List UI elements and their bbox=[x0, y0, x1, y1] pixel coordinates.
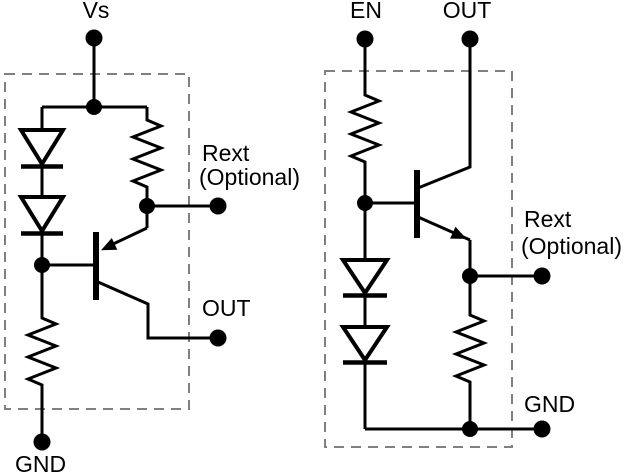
terminal-dot-vs bbox=[85, 29, 103, 47]
label-en: EN bbox=[350, 0, 382, 23]
right-circuit-npn-driver: EN OUT Rext (Optional) GND bbox=[324, 0, 622, 448]
terminal-dot-rext bbox=[533, 267, 551, 285]
terminal-dot-gnd bbox=[533, 420, 551, 438]
pnp-emitter-arrow-icon bbox=[101, 238, 118, 251]
collector-wire-out bbox=[417, 39, 472, 190]
label-rext-optional: (Optional) bbox=[199, 164, 300, 190]
resistor-bias-symbol bbox=[128, 107, 166, 207]
ic-boundary-left bbox=[4, 73, 190, 410]
resistor-emitter-symbol bbox=[451, 276, 489, 430]
diode-1-symbol bbox=[17, 128, 67, 168]
label-rext-optional: (Optional) bbox=[521, 233, 622, 259]
diode-1-symbol bbox=[339, 258, 391, 297]
npn-emitter-arrow-icon bbox=[450, 226, 467, 239]
ic-boundary-right bbox=[324, 70, 513, 448]
resistor-series-symbol bbox=[346, 39, 384, 204]
left-circuit-pnp-driver: Vs Rext (Optional) OUT GND bbox=[4, 0, 300, 475]
label-out: OUT bbox=[202, 295, 251, 321]
junction-dot-gnd bbox=[462, 421, 478, 437]
terminal-dot-out bbox=[209, 329, 227, 347]
label-gnd: GND bbox=[15, 451, 66, 475]
resistor-pulldown-symbol bbox=[23, 265, 61, 442]
collector-wire-out bbox=[97, 280, 218, 340]
label-out: OUT bbox=[443, 0, 492, 23]
label-rext: Rext bbox=[524, 206, 572, 232]
label-rext: Rext bbox=[202, 140, 250, 166]
label-vs: Vs bbox=[83, 0, 110, 23]
diode-2-symbol bbox=[339, 325, 391, 364]
terminal-dot-gnd bbox=[33, 433, 51, 451]
label-gnd: GND bbox=[524, 391, 575, 417]
junction-dot-top bbox=[86, 99, 102, 115]
terminal-dot-rext bbox=[209, 197, 227, 215]
emitter-line bbox=[110, 226, 148, 247]
diode-2-symbol bbox=[17, 195, 67, 235]
